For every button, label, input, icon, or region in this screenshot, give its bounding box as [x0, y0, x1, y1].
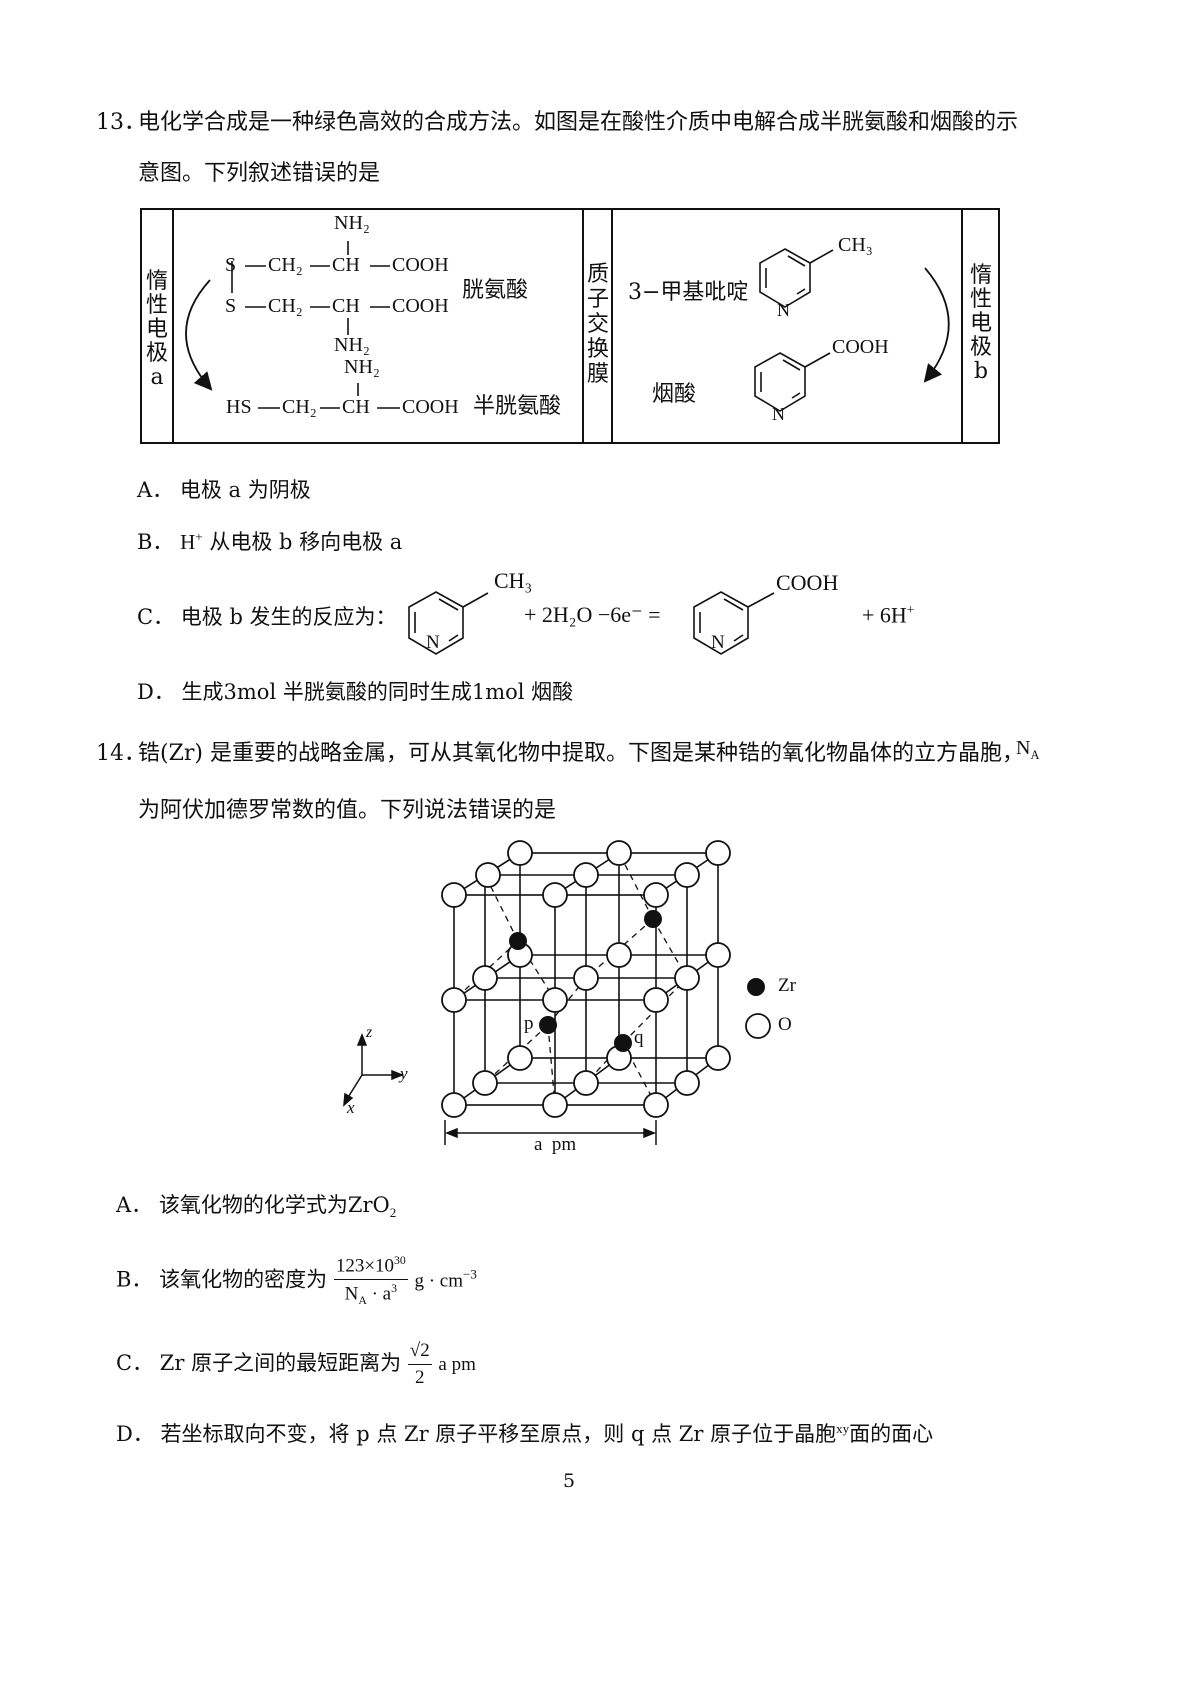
dimension-line [444, 1120, 657, 1145]
q14-number: 14． [96, 741, 146, 766]
atom-q-label: q [634, 1027, 644, 1048]
q13-option-b[interactable]: B． H+ 从电极 b 移向电极 a [137, 529, 403, 554]
atom-p-label: p [524, 1013, 534, 1034]
q13-option-c[interactable]: C． 电极 b 发生的反应为： [137, 605, 397, 629]
q13-number: 13． [96, 110, 146, 135]
cystine-nh2-bottom: NH₂ [334, 334, 370, 356]
cystine-s1: S [225, 254, 237, 276]
cysteine-label: 半胱氨酸 [473, 394, 562, 419]
q14-stem-line1: 锆(Zr) 是重要的战略金属，可从其氧化物中提取。下图是某种锆的氧化物晶体的立方… [138, 741, 1024, 766]
q14-option-a[interactable]: A． 该氧化物的化学式为ZrO2 [116, 1193, 397, 1221]
q14-stem-line2: 为阿伏加德罗常数的值。下列说法错误的是 [138, 798, 557, 823]
cysteine-nh2: NH₂ [344, 356, 380, 378]
cystine-ch-2: CH [332, 295, 360, 317]
cystine-ch2-1: CH₂ [268, 254, 303, 276]
cysteine-hs: HS [226, 396, 252, 418]
axis-x-label: x [347, 1098, 355, 1117]
page-number: 5 [563, 1470, 576, 1492]
q13-option-c-equation-rings [408, 591, 775, 655]
q13-c-end: + 6H+ [862, 602, 915, 628]
q14-option-d[interactable]: D． 若坐标取向不变，将 p 点 Zr 原子平移至原点，则 q 点 Zr 原子位… [116, 1421, 934, 1446]
q13-c-mid: + 2H₂O −6e⁻ = [524, 602, 661, 627]
electrode-b-label: 惰 性 电 极 b [969, 263, 992, 384]
membrane-label: 质 子 交 换 膜 [586, 262, 609, 387]
electrode-a-label: 惰 性 电 极 a [145, 269, 168, 390]
cystine-ch-1: CH [332, 254, 360, 276]
cysteine-cooh: COOH [402, 396, 459, 418]
q13-c-cooh: COOH [776, 570, 839, 595]
left-curved-arrow [185, 279, 213, 391]
nicotinic-cooh: COOH [832, 336, 889, 358]
dimension-label: a pm [534, 1134, 577, 1155]
nicotinic-acid-ring [754, 352, 831, 412]
q14-option-c[interactable]: C． Zr 原子之间的最短距离为 √2 2 a pm [116, 1340, 476, 1388]
cystine-label: 胱氨酸 [462, 278, 529, 303]
legend-zr-label: Zr [778, 975, 796, 996]
legend-o-marker [745, 1013, 771, 1039]
legend-zr-marker [747, 978, 765, 996]
axes [343, 1032, 405, 1107]
nicotinic-label: 烟酸 [652, 382, 697, 407]
cystine-cooh-1: COOH [392, 254, 449, 276]
q13-stem-line2: 意图。下列叙述错误的是 [138, 161, 381, 186]
cysteine-ch2: CH₂ [282, 396, 317, 418]
q13-c-n2: N [711, 632, 725, 653]
oxygen-atoms [441, 840, 731, 1118]
cystine-ch2-2: CH₂ [268, 295, 303, 317]
electrolysis-diagram: 惰 性 电 极 a 质 子 交 换 膜 惰 性 电 极 b NH₂ S CH₂ … [140, 208, 1000, 444]
density-fraction: 123×1030 NA · a3 [333, 1254, 408, 1308]
methylpyridine-label: 3−甲基吡啶 [628, 280, 749, 305]
methylpyridine-ring [759, 248, 834, 308]
cysteine-ch: CH [342, 396, 370, 418]
q14-option-b[interactable]: B． 该氧化物的密度为 123×1030 NA · a3 g · cm−3 [116, 1254, 477, 1308]
methylpyridine-n: N [777, 300, 790, 320]
cystine-s2: S [225, 295, 237, 317]
legend-o-label: O [778, 1014, 792, 1035]
q14-na-symbol: NA [1016, 737, 1040, 762]
distance-fraction: √2 2 [407, 1340, 432, 1388]
q13-option-a[interactable]: A． 电极 a 为阴极 [137, 478, 311, 502]
q13-stem-line1: 电化学合成是一种绿色高效的合成方法。如图是在酸性介质中电解合成半胱氨酸和烟酸的示 [138, 110, 1019, 135]
axis-z-label: z [366, 1024, 373, 1041]
nicotinic-n: N [772, 404, 785, 424]
axis-y-label: y [400, 1064, 408, 1083]
zirconia-unit-cell-figure [343, 840, 771, 1145]
methylpyridine-ch3: CH₃ [838, 234, 873, 256]
zirconium-atoms [509, 910, 662, 1052]
cystine-cooh-2: COOH [392, 295, 449, 317]
q13-c-ch3: CH₃ [494, 568, 533, 593]
electrolysis-frame [140, 208, 1000, 444]
q13-c-n1: N [426, 632, 440, 653]
right-curved-arrow [923, 267, 950, 383]
cystine-nh2-top: NH₂ [334, 212, 370, 234]
q13-option-d[interactable]: D． 生成3mol 半胱氨酸的同时生成1mol 烟酸 [137, 680, 574, 704]
